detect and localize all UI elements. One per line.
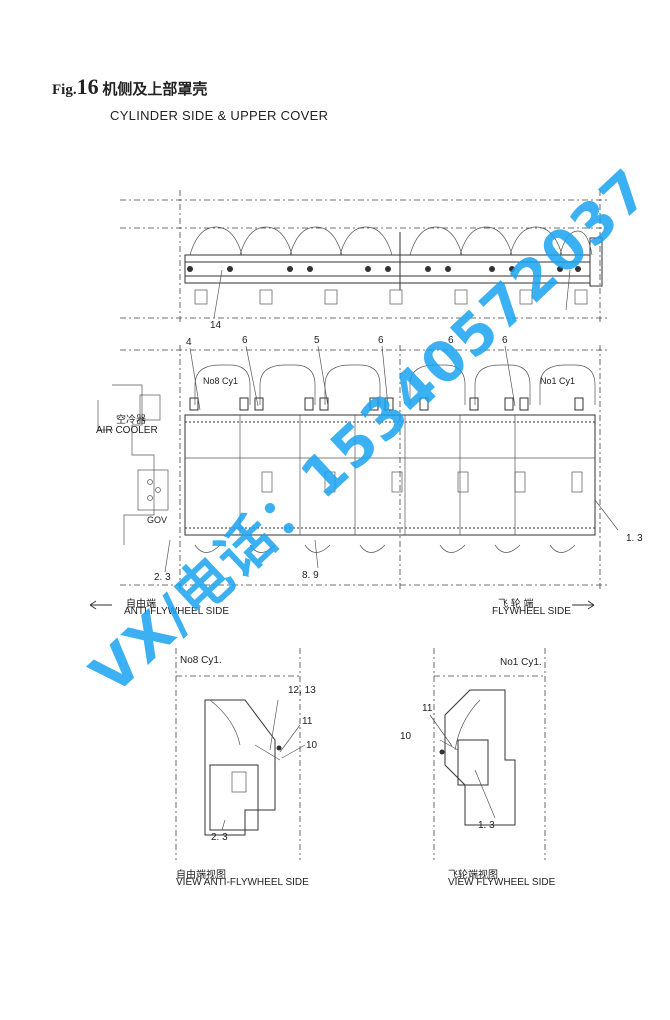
label-part-6c: 6 bbox=[448, 335, 454, 346]
label-no8-cyl-top: No8 Cy1 bbox=[203, 376, 239, 386]
label-no8-cyl-bottom: No8 Cy1. bbox=[180, 655, 222, 666]
label-air-cooler-en: AIR COOLER bbox=[96, 425, 158, 436]
anti-flywheel-end-view bbox=[175, 648, 306, 860]
label-part-10-right: 10 bbox=[400, 731, 412, 742]
label-part-1-3: 1. 3 bbox=[626, 533, 643, 544]
label-flywheel-en: FLYWHEEL SIDE bbox=[492, 606, 571, 617]
label-part-8-9: 8. 9 bbox=[302, 570, 319, 581]
label-part-5: 5 bbox=[314, 335, 320, 346]
label-air-cooler-cn: 空冷器 bbox=[116, 415, 146, 426]
label-view-fly-cn: 飞轮端视图 bbox=[448, 870, 498, 881]
label-no1-cyl-top: No1 Cy1 bbox=[540, 376, 576, 386]
label-part-6a: 6 bbox=[242, 335, 248, 346]
label-gov: GOV bbox=[147, 515, 168, 525]
flywheel-end-view bbox=[429, 648, 546, 860]
figure-prefix: Fig. bbox=[52, 82, 77, 98]
label-part-12-13: 12, 13 bbox=[288, 685, 316, 696]
label-flywheel-cn: 飞 轮 端 bbox=[498, 599, 534, 610]
label-view-fly-en: VIEW FLYWHEEL SIDE bbox=[448, 877, 556, 888]
label-part-2-3-bottom: 2. 3 bbox=[211, 832, 228, 843]
side-elevation-view bbox=[89, 345, 619, 610]
label-part-14: 14 bbox=[210, 320, 222, 331]
label-part-11-left: 11 bbox=[302, 716, 313, 727]
label-part-4: 4 bbox=[186, 337, 192, 348]
label-part-11-right: 11 bbox=[422, 703, 433, 714]
label-view-anti-cn: 自由端视图 bbox=[176, 870, 226, 881]
figure-title: Fig.16 机侧及上部罩壳 bbox=[52, 74, 207, 100]
top-plan-view bbox=[120, 190, 610, 325]
label-anti-flywheel-cn: 自由端 bbox=[126, 599, 156, 610]
label-view-anti-en: VIEW ANTI-FLYWHEEL SIDE bbox=[176, 877, 309, 888]
figure-subtitle: CYLINDER SIDE & UPPER COVER bbox=[110, 108, 329, 123]
label-part-10-left: 10 bbox=[306, 740, 318, 751]
label-part-6d: 6 bbox=[502, 335, 508, 346]
figure-title-cn: 机侧及上部罩壳 bbox=[102, 82, 208, 98]
label-part-2-3: 2. 3 bbox=[154, 572, 171, 583]
label-anti-flywheel-en: ANTI-FLYWHEEL SIDE bbox=[124, 606, 230, 617]
label-no1-cyl-bottom: No1 Cy1. bbox=[500, 657, 542, 668]
label-part-6b: 6 bbox=[378, 335, 384, 346]
label-part-1-3-bottom: 1. 3 bbox=[478, 820, 495, 831]
figure-number: 16 bbox=[76, 74, 99, 99]
